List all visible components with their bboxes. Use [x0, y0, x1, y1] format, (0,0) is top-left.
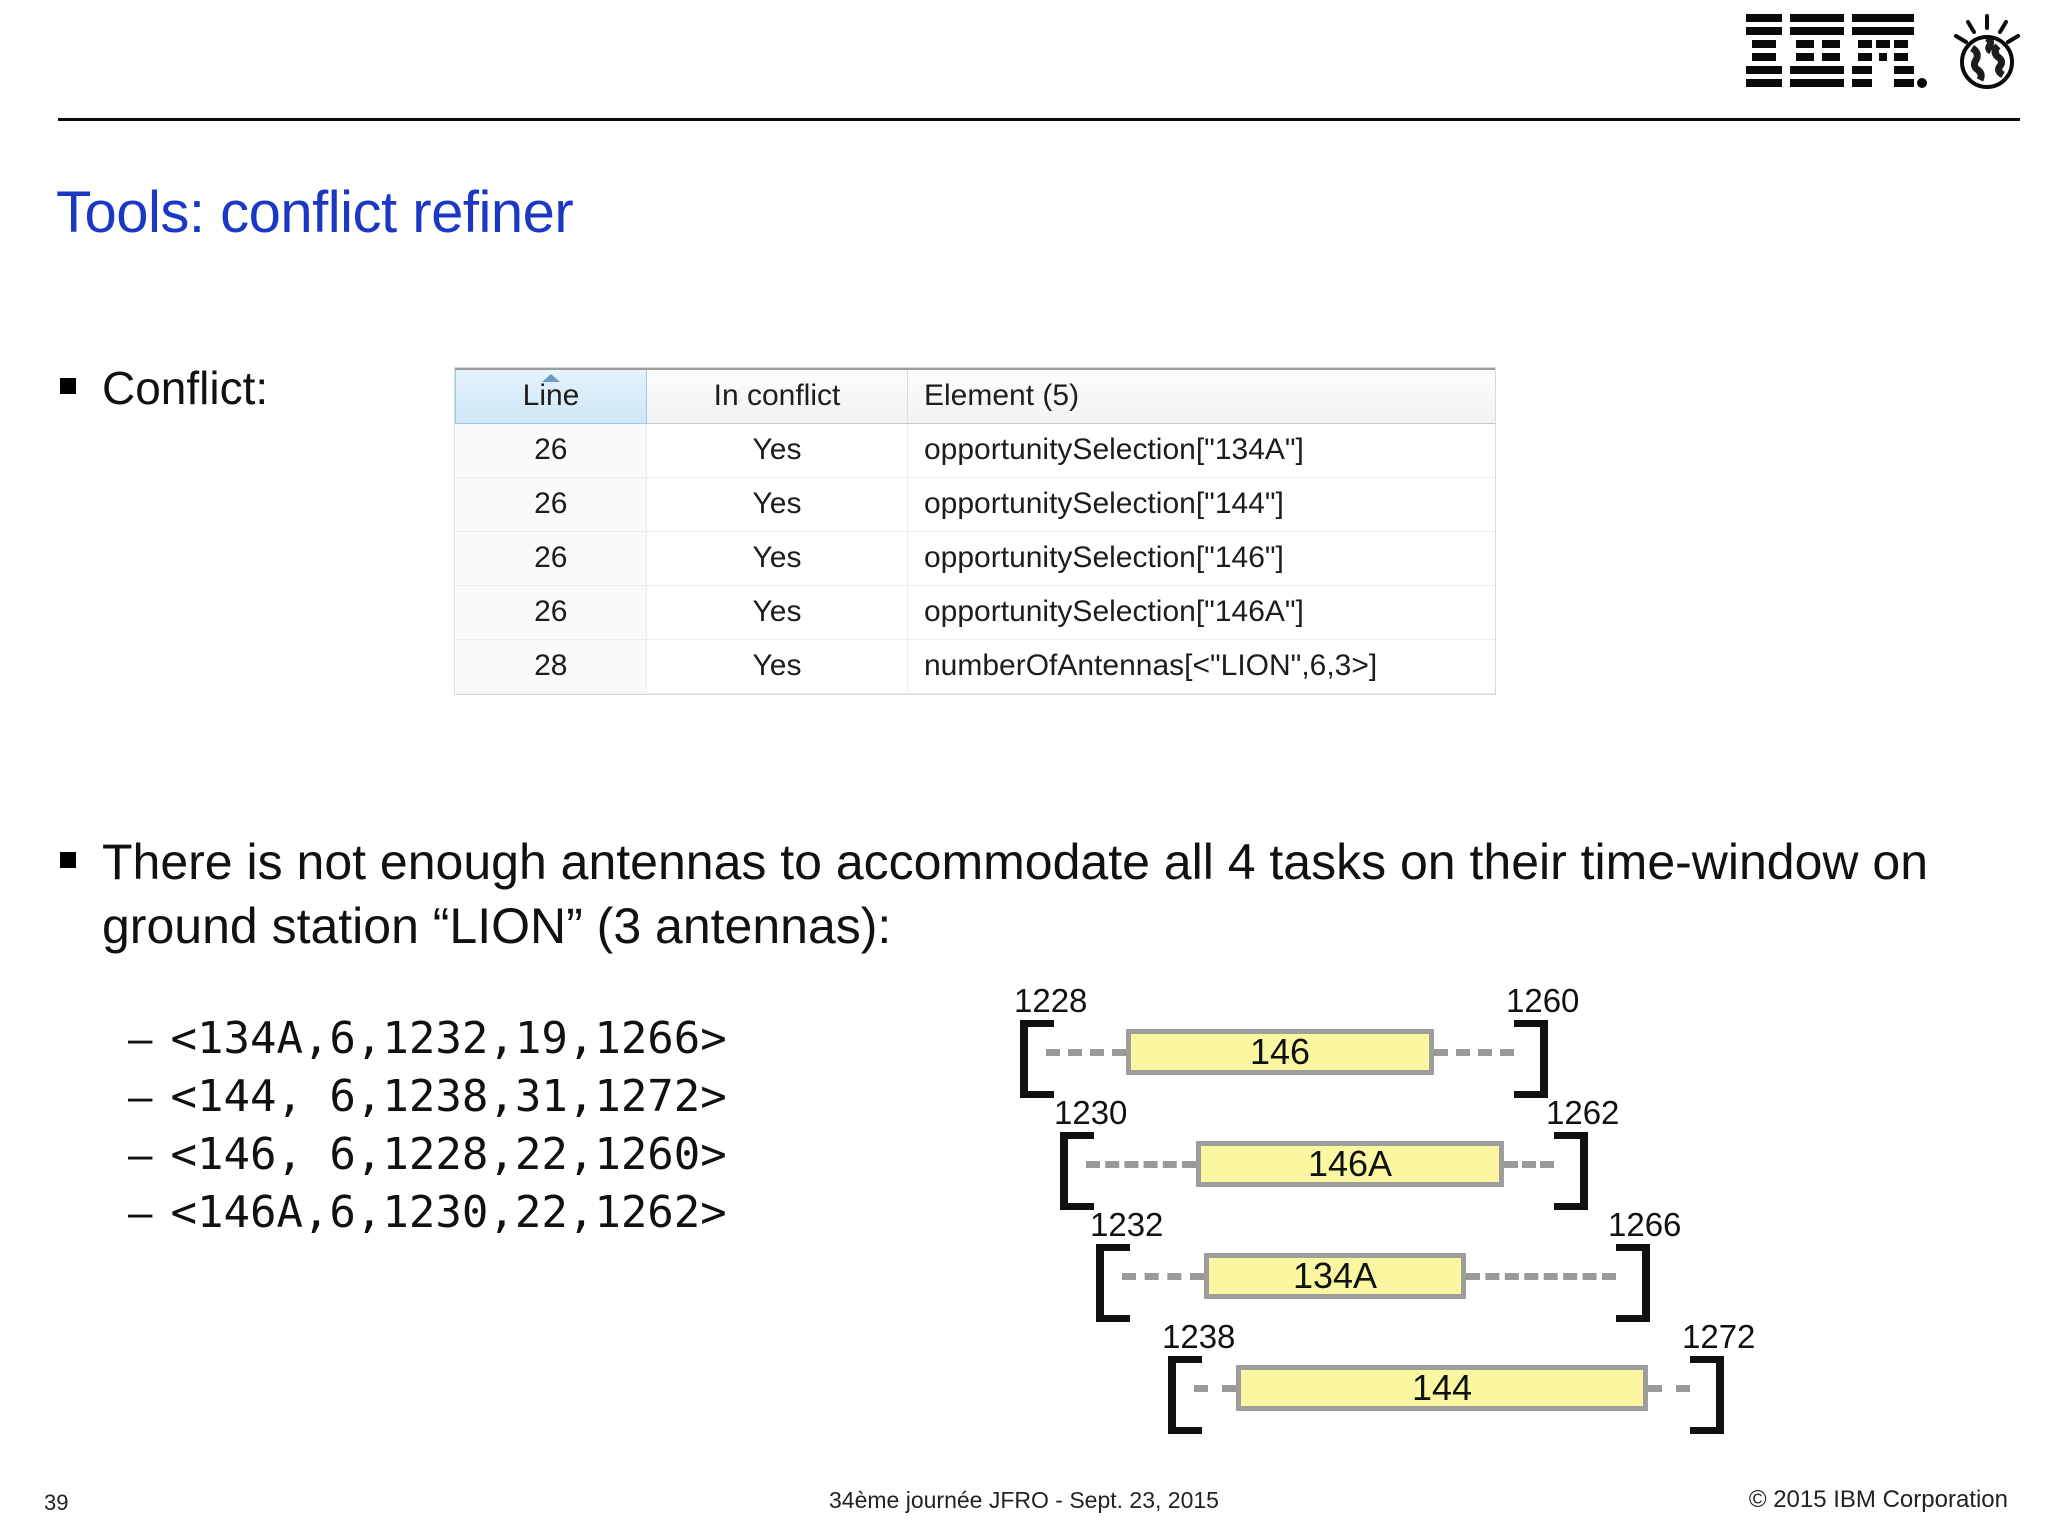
window-end-bracket	[1554, 1132, 1588, 1210]
window-connector-right	[1434, 1049, 1514, 1056]
window-start-label: 1230	[1054, 1094, 1128, 1131]
task-bar: 134A	[1204, 1253, 1466, 1299]
tuple-text: <134A,6,1232,19,1266>	[170, 1013, 727, 1064]
footer-event-label: 34ème journée JFRO - Sept. 23, 2015	[829, 1487, 1219, 1513]
bullet-square-icon	[60, 378, 76, 394]
dash-bullet-icon: –	[128, 1014, 153, 1063]
bullet-explanation-text: There is not enough antennas to accommod…	[102, 834, 1929, 954]
list-item: – <146, 6,1228,22,1260>	[128, 1126, 727, 1184]
timeline-row: 1228 1260 146	[1014, 982, 1579, 1106]
window-start-bracket	[1168, 1356, 1202, 1434]
cell-line: 26	[455, 531, 647, 586]
table-header: Line In conflict Element (5)	[455, 368, 1495, 424]
ibm-wordmark-icon	[1746, 14, 1927, 88]
smarter-planet-globe-icon	[1954, 14, 2020, 89]
cell-in-conflict: Yes	[646, 423, 908, 478]
cell-line: 26	[455, 423, 647, 478]
window-connector-right	[1648, 1385, 1690, 1392]
window-end-label: 1260	[1506, 982, 1580, 1019]
table-body: 26 Yes opportunitySelection["134A"] 26 Y…	[455, 423, 1495, 694]
cell-in-conflict: Yes	[646, 477, 908, 532]
cell-element: opportunitySelection["134A"]	[907, 423, 1495, 478]
tuple-list: – <134A,6,1232,19,1266> – <144, 6,1238,3…	[128, 1010, 727, 1242]
bullet-explanation: There is not enough antennas to accommod…	[60, 830, 2020, 958]
cell-element: opportunitySelection["146A"]	[907, 585, 1495, 640]
window-end-label: 1262	[1546, 1094, 1620, 1131]
footer-page-number: 39	[44, 1490, 69, 1515]
time-window-diagram: 1228 1260 146 1230 1262 146A 1232 1266 1…	[1014, 982, 2000, 1458]
window-start-label: 1232	[1090, 1206, 1164, 1243]
tuple-text: <146A,6,1230,22,1262>	[170, 1187, 727, 1239]
window-end-bracket	[1690, 1356, 1724, 1434]
window-connector-left	[1194, 1385, 1236, 1392]
window-start-bracket	[1020, 1020, 1054, 1098]
window-connector-left	[1122, 1273, 1204, 1280]
task-bar-label: 146	[1249, 1031, 1311, 1072]
task-bar-label: 134A	[1292, 1255, 1378, 1296]
bullet-conflict-label: Conflict:	[102, 362, 269, 414]
window-end-label: 1272	[1682, 1318, 1756, 1355]
conflict-table[interactable]: Line In conflict Element (5) 26 Yes oppo…	[455, 368, 1495, 694]
ibm-logo	[1746, 14, 2026, 92]
cell-in-conflict: Yes	[646, 639, 908, 694]
table-row[interactable]: 26 Yes opportunitySelection["146"]	[455, 531, 1495, 586]
header-divider	[58, 118, 2020, 121]
cell-element: opportunitySelection["146"]	[907, 531, 1495, 586]
window-connector-right	[1504, 1161, 1554, 1168]
table-row[interactable]: 26 Yes opportunitySelection["144"]	[455, 477, 1495, 532]
cell-line: 26	[455, 585, 647, 640]
tuple-text: <144, 6,1238,31,1272>	[170, 1071, 727, 1123]
task-bar-label: 144	[1411, 1367, 1473, 1408]
task-bar-label: 146A	[1307, 1143, 1393, 1184]
list-item: – <134A,6,1232,19,1266>	[128, 1010, 727, 1068]
bullet-square-icon	[60, 852, 76, 868]
list-item: – <146A,6,1230,22,1262>	[128, 1184, 727, 1242]
window-connector-right	[1466, 1273, 1616, 1280]
dash-bullet-icon: –	[128, 1188, 153, 1238]
column-header-element[interactable]: Element (5)	[907, 368, 1495, 424]
task-bar: 146A	[1196, 1141, 1504, 1187]
cell-line: 26	[455, 477, 647, 532]
list-item: – <144, 6,1238,31,1272>	[128, 1068, 727, 1126]
sort-ascending-icon[interactable]	[542, 374, 560, 382]
cell-element: opportunitySelection["144"]	[907, 477, 1495, 532]
column-header-element-label: Element (5)	[924, 379, 1080, 412]
cell-in-conflict: Yes	[646, 585, 908, 640]
bullet-conflict: Conflict:	[60, 358, 268, 419]
column-header-in-conflict-label: In conflict	[713, 379, 841, 412]
table-row[interactable]: 26 Yes opportunitySelection["134A"]	[455, 423, 1495, 478]
page-title: Tools: conflict refiner	[56, 179, 574, 245]
window-start-label: 1238	[1162, 1318, 1236, 1355]
column-header-in-conflict[interactable]: In conflict	[646, 368, 908, 424]
tuple-text: <146, 6,1228,22,1260>	[170, 1129, 727, 1181]
window-end-bracket	[1514, 1020, 1548, 1098]
table-row[interactable]: 26 Yes opportunitySelection["146A"]	[455, 585, 1495, 640]
dash-bullet-icon: –	[128, 1130, 153, 1180]
window-end-bracket	[1616, 1244, 1650, 1322]
dash-bullet-icon: –	[128, 1072, 153, 1122]
cell-element: numberOfAntennas[<"LION",6,3>]	[907, 639, 1495, 694]
window-end-label: 1266	[1608, 1206, 1682, 1243]
window-start-bracket	[1060, 1132, 1094, 1210]
timeline-row: 1238 1272 144	[1162, 1318, 1755, 1442]
column-header-line[interactable]: Line	[455, 368, 647, 424]
window-start-label: 1228	[1014, 982, 1088, 1019]
table-header-row: Line In conflict Element (5)	[455, 368, 1495, 424]
timeline-row: 1230 1262 146A	[1054, 1094, 1619, 1218]
cell-in-conflict: Yes	[646, 531, 908, 586]
footer-copyright: © 2015 IBM Corporation	[1748, 1486, 2008, 1513]
window-connector-left	[1086, 1161, 1196, 1168]
task-bar: 146	[1126, 1029, 1434, 1075]
task-bar: 144	[1236, 1365, 1648, 1411]
column-header-line-label: Line	[522, 379, 580, 412]
timeline-row: 1232 1266 134A	[1090, 1206, 1681, 1330]
table-row[interactable]: 28 Yes numberOfAntennas[<"LION",6,3>]	[455, 639, 1495, 694]
window-start-bracket	[1096, 1244, 1130, 1322]
window-connector-left	[1046, 1049, 1126, 1056]
cell-line: 28	[455, 639, 647, 694]
